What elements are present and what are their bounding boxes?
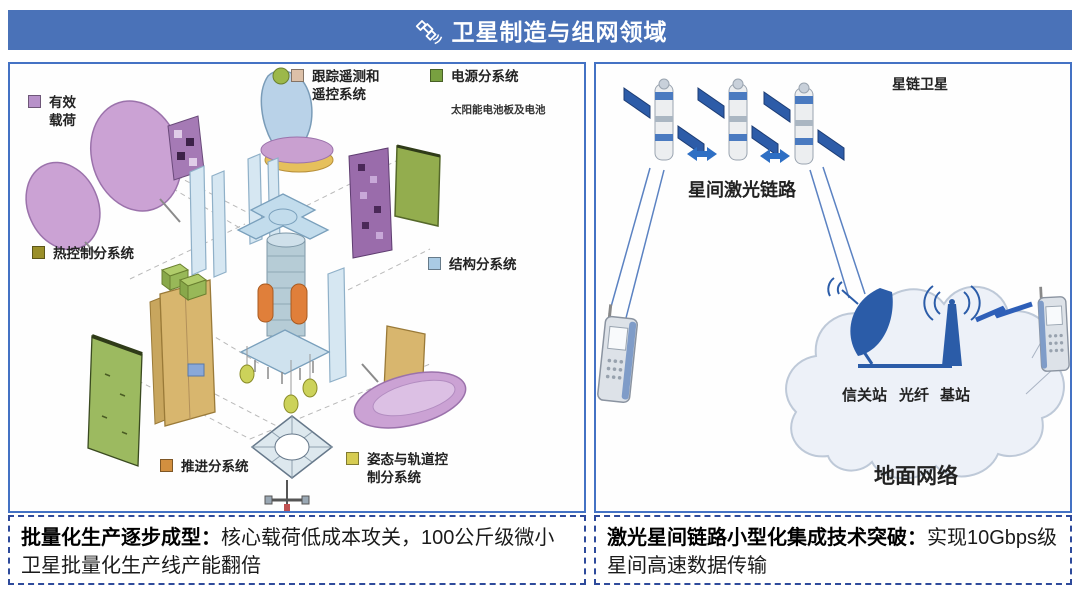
propulsion-swatch [160,459,173,472]
lightning-icon [975,301,1033,323]
downlink-beams [608,166,866,319]
payload-dish-icons [25,100,183,257]
network-diagram [597,78,1070,480]
phone-icon [597,304,638,404]
ttc-swatch [291,69,304,82]
legend-thermal: 热控制分系统 [32,245,134,263]
legend-power: 电源分系统 [430,68,519,86]
structure-swatch [428,257,441,270]
ground-network-label: 地面网络 [874,465,958,488]
cloud-shape [785,285,1065,480]
left-caption-lead: 批量化生产逐步成型： [21,527,221,549]
payload-swatch [28,95,41,108]
legend-aocs: 姿态与轨道控 制分系统 [346,451,448,486]
legend-payload: 有效 载荷 [28,94,76,129]
base-station-icon [923,285,981,366]
starlink-label: 星链卫星 [892,76,948,92]
satellite-exploded-diagram [25,67,467,511]
truss-frame-icon [250,415,334,479]
thermal-swatch [32,246,45,259]
fiber-label: 光纤 [899,387,930,404]
ttc-antenna-icon [260,67,334,173]
bottom-deck-icon [239,329,331,384]
left-caption-body: 核心载荷低成本攻关，100公斤级微小卫星批量化生产线产能翻倍 [21,527,555,578]
thruster-icons [239,346,318,414]
gateway-dish-icon [827,277,893,365]
circuit-board-icon [348,147,393,259]
laser-link-label: 星间激光链路 [688,180,796,200]
satellite-network-panel: 星链卫星 星间激光链路 信关站 光纤 基站 地面网络 [594,62,1072,513]
power-swatch [430,69,443,82]
green-solar-panel-icon [87,334,143,467]
equipment-box-icons [160,263,208,301]
legend-ttc: 跟踪遥测和 遥控系统 [291,68,380,103]
header-bar: 卫星制造与组网领域 [8,10,1072,50]
left-caption-box: 批量化生产逐步成型：核心载荷低成本攻关，100公斤级微小卫星批量化生产线产能翻倍 [8,515,586,585]
base-station-label: 基站 [940,387,971,404]
phone-icon [1037,286,1070,372]
bottom-antenna-icon [264,480,310,511]
link-arrow-icon [687,147,717,161]
top-deck-icon [236,193,330,240]
right-caption-lead: 激光星间链路小型化集成技术突破： [607,527,927,549]
tan-solar-wing-icon [149,279,216,427]
aocs-swatch [346,452,359,465]
structure-slats [189,153,347,383]
right-caption-body: 实现10Gbps级星间高速数据传输 [607,527,1058,578]
propellant-tank-icons [257,283,308,325]
satellite-manufacture-panel: 有效 载荷 跟踪遥测和 遥控系统 电源分系统 太阳能电池板及电池 热控制分系统 … [8,62,586,513]
solar-panel-icon [394,144,441,227]
starlink-satellite-icon [697,78,779,161]
satellite-icon [415,20,442,45]
gateway-label: 信关站 [842,387,888,404]
right-caption-box: 激光星间链路小型化集成技术突破：实现10Gbps级星间高速数据传输 [594,515,1072,585]
legend-structure: 结构分系统 [428,256,517,274]
legend-propulsion: 推进分系统 [160,458,249,476]
legend-solar-note: 太阳能电池板及电池 [451,104,546,116]
page-title: 卫星制造与组网领域 [451,19,668,45]
starlink-satellite-icon [623,78,705,161]
link-arrow-icon [760,149,790,163]
bottom-dish-icon [353,363,467,429]
